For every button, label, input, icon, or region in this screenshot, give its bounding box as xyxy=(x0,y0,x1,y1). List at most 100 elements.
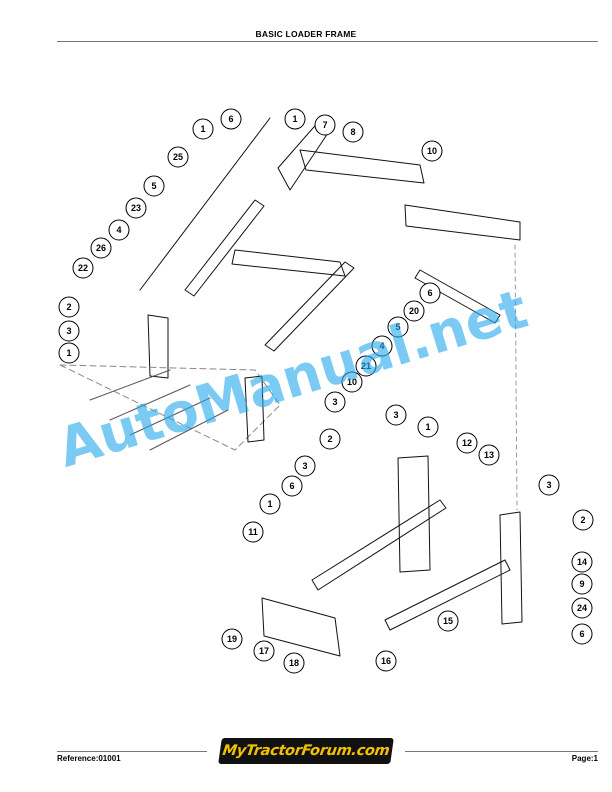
svg-text:24: 24 xyxy=(577,603,587,613)
callout-12: 12 xyxy=(456,432,478,454)
upper-arm xyxy=(299,149,425,184)
lower-right-frame xyxy=(499,511,523,625)
callout-1c: 1 xyxy=(58,342,80,364)
left-post xyxy=(147,314,169,379)
fork-tines xyxy=(89,369,229,451)
callout-26: 26 xyxy=(90,237,112,259)
svg-text:1: 1 xyxy=(425,422,430,432)
callout-2c: 2 xyxy=(572,509,594,531)
callout-18: 18 xyxy=(283,652,305,674)
guide-line xyxy=(514,244,518,511)
callout-23: 23 xyxy=(125,197,147,219)
svg-text:20: 20 xyxy=(409,306,419,316)
svg-text:19: 19 xyxy=(227,634,237,644)
callout-19: 19 xyxy=(221,628,243,650)
callout-1b: 1 xyxy=(284,108,306,130)
svg-text:7: 7 xyxy=(322,120,327,130)
callout-10b: 10 xyxy=(341,371,363,393)
callout-17: 17 xyxy=(253,640,275,662)
svg-text:12: 12 xyxy=(462,438,472,448)
svg-text:6: 6 xyxy=(427,288,432,298)
callout-3d: 3 xyxy=(294,455,316,477)
callout-13: 13 xyxy=(478,444,500,466)
svg-text:22: 22 xyxy=(78,263,88,273)
callout-10a: 10 xyxy=(421,140,443,162)
callout-6c: 6 xyxy=(281,475,303,497)
callout-21: 21 xyxy=(355,355,377,377)
footer-divider-right xyxy=(405,751,598,752)
cylinder-arm xyxy=(414,269,501,324)
svg-text:2: 2 xyxy=(580,515,585,525)
cylinder-right xyxy=(264,261,355,352)
callout-16: 16 xyxy=(375,650,397,672)
svg-text:18: 18 xyxy=(289,658,299,668)
lower-brace-left xyxy=(311,499,447,591)
long-rod xyxy=(139,117,271,291)
callout-2b: 2 xyxy=(319,428,341,450)
bottom-crossbar xyxy=(261,597,341,657)
svg-text:10: 10 xyxy=(427,146,437,156)
svg-text:14: 14 xyxy=(577,557,587,567)
callout-3c: 3 xyxy=(385,404,407,426)
svg-text:11: 11 xyxy=(248,527,258,537)
callout-2a: 2 xyxy=(58,296,80,318)
callout-5a: 5 xyxy=(143,175,165,197)
footer-page-number: Page:1 xyxy=(571,754,598,763)
svg-text:25: 25 xyxy=(173,152,183,162)
svg-text:6: 6 xyxy=(228,114,233,124)
upper-arm-right xyxy=(404,204,521,241)
footer-logo: MyTractorForum.com xyxy=(218,738,394,764)
svg-text:13: 13 xyxy=(484,450,494,460)
callout-22: 22 xyxy=(72,257,94,279)
svg-text:1: 1 xyxy=(292,114,297,124)
svg-text:3: 3 xyxy=(302,461,307,471)
svg-text:4: 4 xyxy=(379,341,384,351)
svg-text:2: 2 xyxy=(327,434,332,444)
svg-text:3: 3 xyxy=(66,326,71,336)
callout-7: 7 xyxy=(314,114,336,136)
page-title: BASIC LOADER FRAME xyxy=(255,29,357,39)
svg-text:16: 16 xyxy=(381,656,391,666)
center-post xyxy=(244,375,265,443)
svg-text:8: 8 xyxy=(350,127,355,137)
svg-text:23: 23 xyxy=(131,203,141,213)
callout-6d: 6 xyxy=(571,623,593,645)
callout-20: 20 xyxy=(403,300,425,322)
callout-14: 14 xyxy=(571,551,593,573)
svg-text:10: 10 xyxy=(347,377,357,387)
svg-text:3: 3 xyxy=(332,397,337,407)
footer-logo-text: MyTractorForum.com xyxy=(221,743,391,759)
svg-text:26: 26 xyxy=(96,243,106,253)
lower-left-frame xyxy=(397,455,431,573)
svg-text:6: 6 xyxy=(579,629,584,639)
svg-text:1: 1 xyxy=(200,124,205,134)
footer-divider-left xyxy=(57,751,207,752)
cylinder-left xyxy=(184,199,265,297)
cross-beam xyxy=(231,249,346,277)
svg-text:1: 1 xyxy=(267,499,272,509)
callout-24: 24 xyxy=(571,597,593,619)
callout-4a: 4 xyxy=(108,219,130,241)
svg-text:9: 9 xyxy=(579,579,584,589)
callout-1e: 1 xyxy=(259,493,281,515)
callout-3e: 3 xyxy=(538,474,560,496)
callout-1a: 1 xyxy=(192,118,214,140)
svg-text:2: 2 xyxy=(66,302,71,312)
footer-reference: Reference:01001 xyxy=(57,754,121,763)
svg-text:3: 3 xyxy=(546,480,551,490)
svg-text:1: 1 xyxy=(66,348,71,358)
svg-text:17: 17 xyxy=(259,646,269,656)
callout-15: 15 xyxy=(437,610,459,632)
callout-5b: 5 xyxy=(387,316,409,338)
svg-text:5: 5 xyxy=(151,181,156,191)
svg-text:4: 4 xyxy=(116,225,121,235)
callout-3a: 3 xyxy=(58,320,80,342)
fork-frame xyxy=(59,364,281,451)
svg-text:21: 21 xyxy=(361,361,371,371)
callout-8: 8 xyxy=(342,121,364,143)
callout-6b: 6 xyxy=(419,282,441,304)
callout-9: 9 xyxy=(571,573,593,595)
callout-25: 25 xyxy=(167,146,189,168)
callout-4b: 4 xyxy=(371,335,393,357)
